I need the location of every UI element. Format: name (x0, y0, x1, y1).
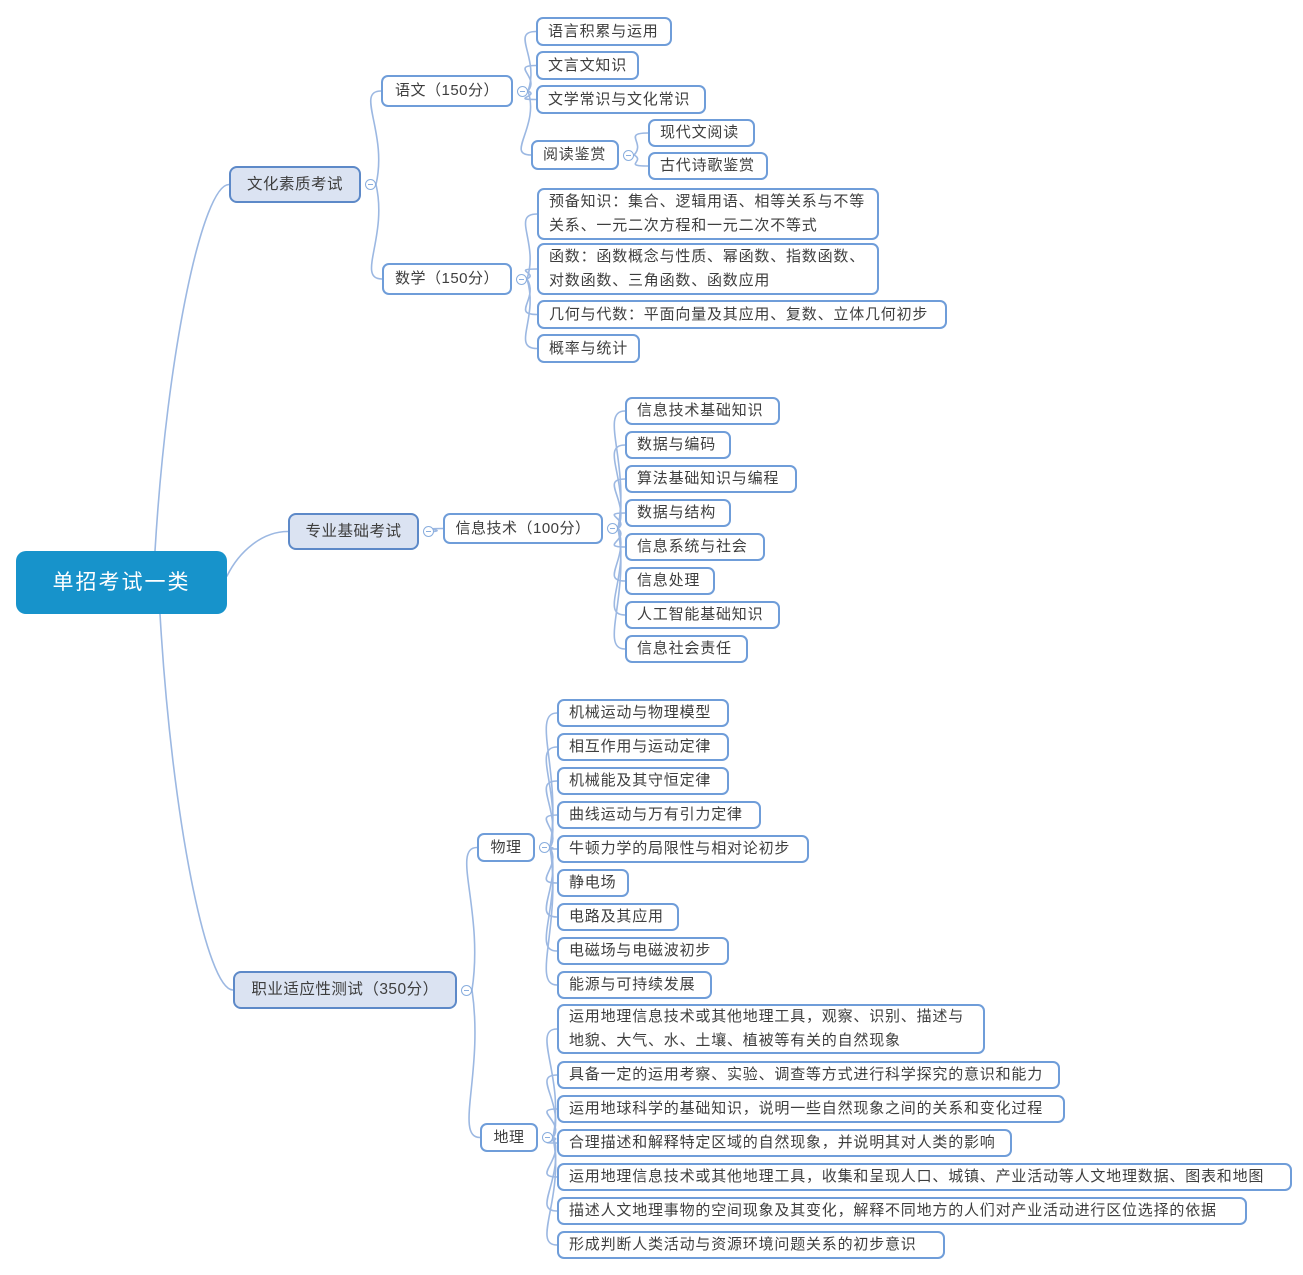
mindmap-node-p1[interactable]: 机械运动与物理模型 (557, 699, 729, 727)
mindmap-node-it6[interactable]: 信息处理 (625, 567, 715, 595)
mindmap-node-yuyan[interactable]: 语言积累与运用 (536, 17, 672, 46)
collapse-minus-icon[interactable] (365, 179, 376, 190)
mindmap-node-g1[interactable]: 运用地理信息技术或其他地理工具，观察、识别、描述与地貌、大气、水、土壤、植被等有… (557, 1004, 985, 1054)
mindmap-node-p9[interactable]: 能源与可持续发展 (557, 971, 712, 999)
collapse-minus-icon[interactable] (623, 149, 634, 161)
mindmap-node-xiandai[interactable]: 现代文阅读 (648, 119, 755, 147)
mindmap-node-wenyan[interactable]: 文言文知识 (536, 51, 639, 80)
connector-line (613, 478, 626, 530)
connector-line (545, 846, 558, 986)
collapse-minus-icon[interactable] (539, 842, 550, 853)
connector-line (154, 183, 230, 552)
mindmap-node-m2[interactable]: 函数：函数概念与性质、幂函数、指数函数、对数函数、三角函数、函数应用 (537, 243, 879, 295)
connector-line (468, 989, 481, 1139)
mindmap-node-culture[interactable]: 文化素质考试 (229, 166, 361, 203)
connector-line (546, 1108, 558, 1139)
connector-line (465, 846, 478, 991)
mindmap-node-it[interactable]: 信息技术（100分） (443, 513, 603, 544)
mindmap-node-it4[interactable]: 数据与结构 (625, 499, 731, 527)
collapse-minus-icon[interactable] (517, 85, 528, 97)
connector-line (524, 278, 538, 350)
mindmap-node-p7[interactable]: 电路及其应用 (557, 903, 679, 931)
mindmap-node-yuedu[interactable]: 阅读鉴赏 (531, 140, 619, 170)
mindmap-node-major[interactable]: 专业基础考试 (288, 513, 419, 550)
mindmap-node-root[interactable]: 单招考试一类 (16, 551, 227, 614)
connector-line (524, 213, 538, 280)
connector-line (633, 154, 649, 167)
mindmap-node-wenxue[interactable]: 文学常识与文化常识 (536, 85, 706, 114)
mindmap-node-m3[interactable]: 几何与代数：平面向量及其应用、复数、立体几何初步 (537, 300, 947, 329)
mindmap-node-chinese[interactable]: 语文（150分） (381, 75, 513, 107)
mindmap-node-m1[interactable]: 预备知识：集合、逻辑用语、相等关系与不等关系、一元二次方程和一元二次不等式 (537, 188, 879, 240)
mindmap-node-it3[interactable]: 算法基础知识与编程 (625, 465, 797, 493)
mindmap-node-p2[interactable]: 相互作用与运动定律 (557, 733, 729, 761)
collapse-minus-icon[interactable] (423, 526, 434, 537)
connector-line (613, 512, 626, 530)
mindmap-node-gudai[interactable]: 古代诗歌鉴赏 (648, 152, 768, 180)
mindmap-node-vocational[interactable]: 职业适应性测试（350分） (233, 971, 457, 1009)
mindmap-node-math[interactable]: 数学（150分） (382, 263, 512, 295)
mindmap-node-it1[interactable]: 信息技术基础知识 (625, 397, 780, 425)
mindmap-node-m4[interactable]: 概率与统计 (537, 334, 640, 363)
connector-line (159, 613, 234, 991)
connector-line (370, 183, 383, 280)
connector-line (633, 132, 649, 156)
mindmap-node-g7[interactable]: 形成判断人类活动与资源环境问题关系的初步意识 (557, 1231, 945, 1259)
connector-line (613, 527, 626, 548)
mindmap-node-it2[interactable]: 数据与编码 (625, 431, 731, 459)
mindmap-node-p6[interactable]: 静电场 (557, 869, 629, 897)
mindmap-node-geo[interactable]: 地理 (480, 1123, 538, 1152)
mindmap-node-g3[interactable]: 运用地球科学的基础知识，说明一些自然现象之间的关系和变化过程 (557, 1095, 1065, 1123)
mindmap-node-g2[interactable]: 具备一定的运用考察、实验、调查等方式进行科学探究的意识和能力 (557, 1061, 1060, 1089)
mindmap-node-it8[interactable]: 信息社会责任 (625, 635, 748, 663)
connector-line (546, 1136, 558, 1246)
mindmap-node-p8[interactable]: 电磁场与电磁波初步 (557, 937, 729, 965)
mindmap-node-it5[interactable]: 信息系统与社会 (625, 533, 765, 561)
mindmap-node-p3[interactable]: 机械能及其守恒定律 (557, 767, 729, 795)
mindmap-node-p4[interactable]: 曲线运动与万有引力定律 (557, 801, 761, 829)
connector-line (613, 527, 626, 650)
connector-line (226, 530, 289, 577)
connector-line (524, 278, 538, 316)
collapse-minus-icon[interactable] (607, 523, 618, 534)
mindmap-node-physics[interactable]: 物理 (477, 833, 535, 862)
mindmap-node-g4[interactable]: 合理描述和解释特定区域的自然现象，并说明其对人类的影响 (557, 1129, 1012, 1157)
collapse-minus-icon[interactable] (461, 984, 472, 996)
mindmap-node-g6[interactable]: 描述人文地理事物的空间现象及其变化，解释不同地方的人们对产业活动进行区位选择的依… (557, 1197, 1247, 1225)
collapse-minus-icon[interactable] (516, 273, 527, 285)
mindmap-node-p5[interactable]: 牛顿力学的局限性与相对论初步 (557, 835, 809, 863)
collapse-minus-icon[interactable] (542, 1132, 553, 1143)
connector-line (524, 268, 538, 280)
connector-line (520, 90, 532, 156)
connector-line (613, 444, 626, 530)
mindmap-node-it7[interactable]: 人工智能基础知识 (625, 601, 780, 629)
mindmap-node-g5[interactable]: 运用地理信息技术或其他地理工具，收集和呈现人口、城镇、产业活动等人文地理数据、图… (557, 1163, 1292, 1191)
connector-line (524, 64, 537, 92)
connector-line (545, 814, 558, 849)
connector-line (370, 90, 382, 186)
